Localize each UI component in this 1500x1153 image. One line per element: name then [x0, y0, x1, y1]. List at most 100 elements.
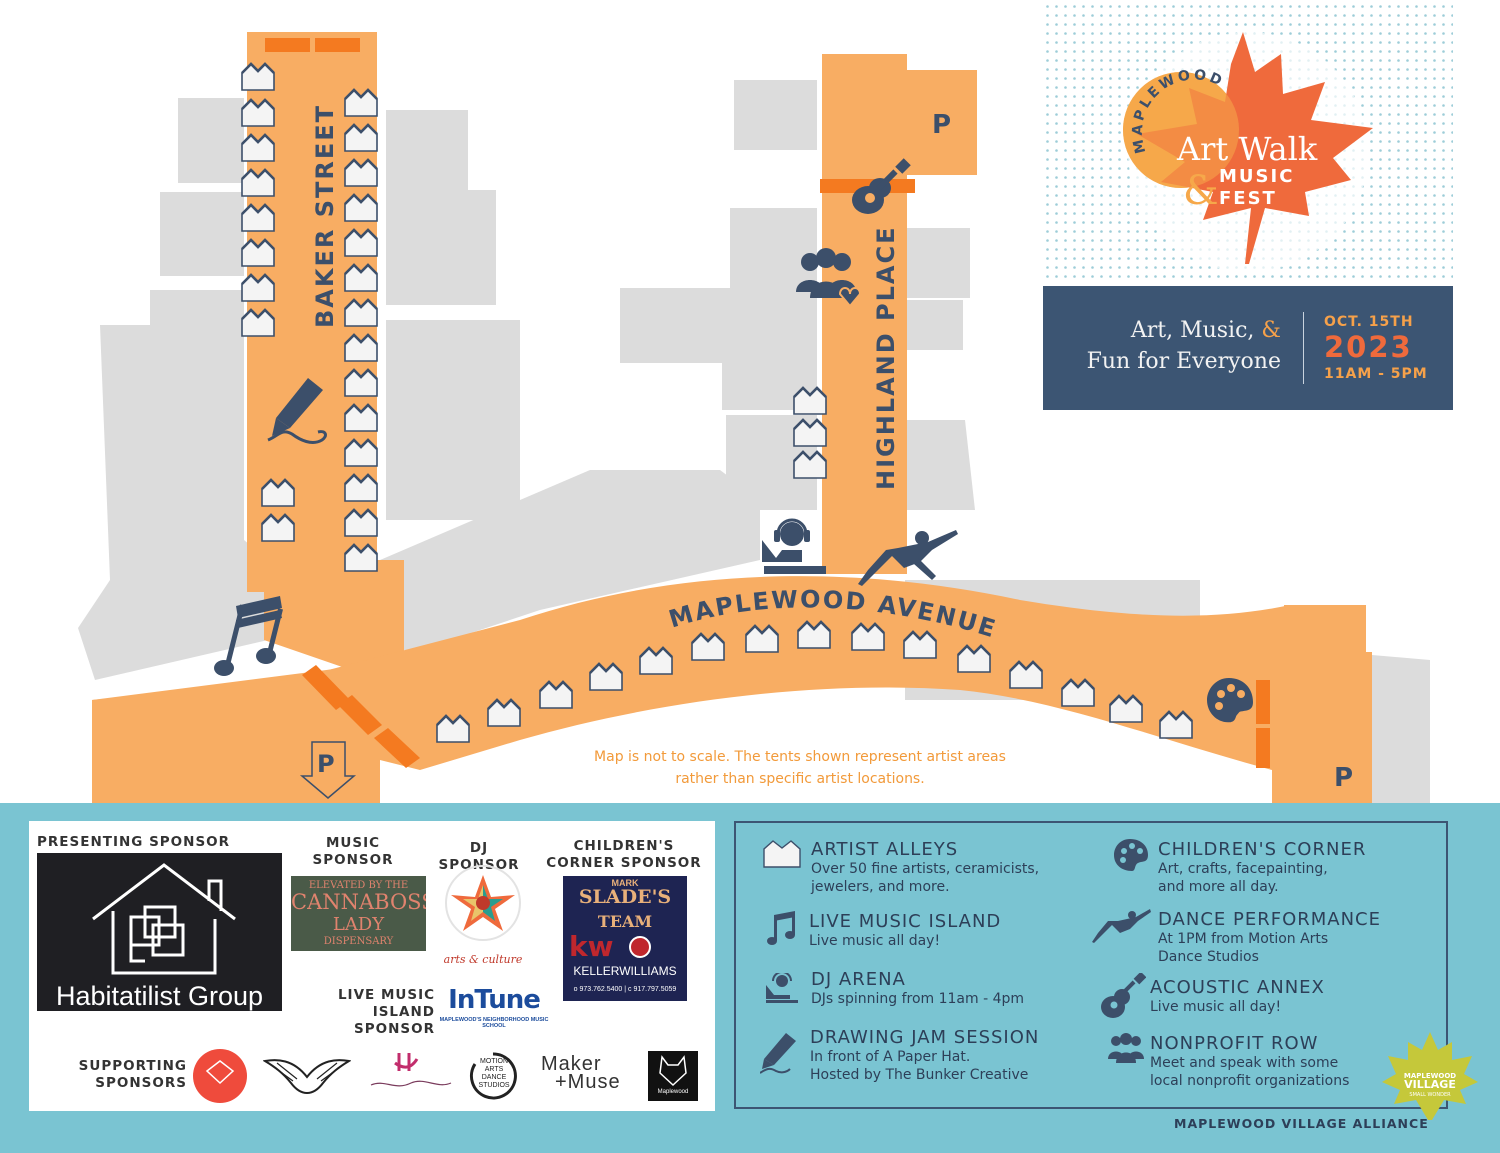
logo-art-walk: Art Walk — [1176, 130, 1318, 168]
music-notes-icon — [767, 911, 795, 945]
legend-desc: Live music all day! — [809, 933, 941, 949]
acoustic-guitar-icon — [852, 158, 911, 214]
legend-dj-arena: DJ ARENA DJs spinning from 11am - 4pm — [762, 969, 1024, 1008]
music-sponsor-label: MUSIC SPONSOR — [312, 835, 394, 868]
parking-arrow-icon — [299, 741, 357, 799]
cannaboss-logo: ELEVATED BY THE CANNABOSS LADY DISPENSAR… — [291, 876, 426, 951]
intune-logo: InTune MAPLEWOOD'S NEIGHBORHOOD MUSIC SC… — [439, 985, 549, 1031]
legend-title: DRAWING JAM SESSION — [810, 1027, 1040, 1048]
nonprofit-people-icon — [796, 248, 862, 308]
maplewood-village-logo: MAPLEWOOD VILLAGE SMALL WONDER — [1380, 1030, 1480, 1122]
legend-artist-alleys: ARTIST ALLEYS Over 50 fine artists, cera… — [762, 839, 1039, 896]
event-banner: Art, Music, & Fun for Everyone OCT. 15TH… — [1043, 286, 1453, 410]
arts-culture-logo: arts & culture — [433, 863, 533, 973]
banner-divider — [1303, 312, 1304, 384]
legend-live-music: LIVE MUSIC ISLAND Live music all day! — [762, 911, 1001, 950]
legend-title: DJ ARENA — [811, 969, 906, 990]
map-legend: ARTIST ALLEYS Over 50 fine artists, cera… — [734, 821, 1448, 1109]
live-music-notes-icon — [214, 596, 283, 676]
origami-icon — [205, 1060, 235, 1085]
sponsors-panel: PRESENTING SPONSOR Habitatilist Group Ho… — [29, 821, 715, 1111]
slade-line-1: MARK — [611, 878, 639, 888]
pen-icon — [760, 1033, 796, 1074]
slade-line-2: SLADE'S — [578, 886, 672, 908]
dance-performance-icon — [858, 530, 958, 586]
kw-phone: o 973.762.5400 | c 917.797.5059 — [573, 986, 677, 993]
wolf-icon — [659, 1055, 687, 1087]
maplewood-small-logo: Maplewood — [648, 1051, 698, 1101]
legend-title: ARTIST ALLEYS — [811, 839, 959, 860]
legend-desc: In front of A Paper Hat. — [810, 1049, 971, 1065]
legend-desc: Live music all day! — [1150, 999, 1282, 1015]
slade-line-3: TEAM — [597, 912, 653, 931]
map-disclaimer: Map is not to scale. The tents shown rep… — [594, 749, 1006, 787]
legend-dance-performance: DANCE PERFORMANCE At 1PM from Motion Art… — [1092, 909, 1381, 966]
cannaboss-line-1: ELEVATED BY THE — [308, 880, 409, 891]
habitatilist-logo: Habitatilist Group Home Design & Renovat… — [37, 853, 282, 1034]
childrens-sponsor-label: CHILDREN'S CORNER SPONSOR — [546, 838, 702, 871]
supporting-logo-1 — [193, 1049, 247, 1103]
drawing-jam-pen-icon — [267, 378, 327, 444]
motion-arts-text: MOTION ARTS DANCE STUDIOS — [478, 1058, 510, 1089]
legend-desc: Hosted by The Bunker Creative — [810, 1067, 1029, 1083]
village-line-1: MAPLEWOOD — [1404, 1072, 1456, 1080]
tent-icon — [763, 840, 801, 868]
legend-desc: Dance Studios — [1158, 949, 1259, 965]
highland-place-label: HIGHLAND PLACE — [872, 226, 900, 491]
slades-team-logo: MARK SLADE'S TEAM kw KELLERWILLIAMS o 97… — [563, 876, 687, 1001]
maker-muse-logo: Maker +Muse — [535, 1053, 635, 1099]
arts-culture-text: arts & culture — [443, 953, 523, 966]
dj-sponsor-label: DJ SPONSOR — [438, 840, 520, 873]
habitatilist-name: Habitatilist Group — [55, 981, 264, 1011]
logo-graphic: MAPLEWOOD Art Walk & MUSIC FEST — [1043, 2, 1453, 282]
logo-fest: FEST — [1219, 188, 1277, 209]
village-line-3: SMALL WONDER — [1409, 1092, 1451, 1098]
childrens-corner-palette-icon — [1207, 678, 1253, 723]
logo-music: MUSIC — [1219, 166, 1294, 187]
people-icon — [1108, 1033, 1144, 1063]
legend-desc: jewelers, and more. — [811, 879, 950, 895]
legend-desc: At 1PM from Motion Arts — [1158, 931, 1329, 947]
legend-childrens-corner: CHILDREN'S CORNER Art, crafts, facepaint… — [1114, 839, 1366, 896]
legend-title: CHILDREN'S CORNER — [1158, 839, 1367, 860]
parking-markers: P P P — [299, 110, 1353, 799]
parking-label-south: P — [317, 750, 335, 778]
wings-icon — [263, 1059, 351, 1095]
arts-culture-star-icon — [445, 865, 521, 941]
intune-subtitle: MAPLEWOOD'S NEIGHBORHOOD MUSIC SCHOOL — [439, 1017, 549, 1029]
artwalk-logo: MAPLEWOOD Art Walk & MUSIC FEST — [1043, 2, 1453, 282]
cannaboss-line-3: LADY — [332, 914, 385, 935]
kw-name: KELLERWILLIAMS — [573, 964, 677, 978]
dancer-icon — [1092, 909, 1151, 943]
parking-label-highland: P — [932, 110, 951, 140]
script-monogram-icon — [370, 1053, 452, 1087]
legend-desc: and more all day. — [1158, 879, 1279, 895]
legend-drawing-jam: DRAWING JAM SESSION In front of A Paper … — [760, 1027, 1039, 1084]
event-date: OCT. 15TH — [1324, 314, 1414, 330]
legend-desc: Over 50 fine artists, ceramicists, — [811, 861, 1040, 877]
village-leaf-icon: MAPLEWOOD VILLAGE SMALL WONDER — [1382, 1032, 1478, 1120]
live-music-sponsor-label: LIVE MUSIC ISLAND SPONSOR — [337, 987, 435, 1037]
dj-icon — [766, 973, 798, 1003]
maker-text: Maker — [541, 1053, 602, 1075]
legend-desc: local nonprofit organizations — [1150, 1073, 1350, 1089]
supporting-sponsors-label: SUPPORTING SPONSORS — [78, 1058, 187, 1091]
legend-desc: Art, crafts, facepainting, — [1158, 861, 1328, 877]
village-line-2: VILLAGE — [1404, 1078, 1456, 1091]
legend-title: NONPROFIT ROW — [1150, 1033, 1319, 1054]
tagline-line-2: Fun for Everyone — [1086, 349, 1281, 374]
event-year: 2023 — [1324, 330, 1413, 364]
logo-ampersand: & — [1183, 168, 1219, 214]
maple-leaf-icon — [1137, 32, 1373, 264]
supporting-logo-3 — [365, 1049, 455, 1099]
muse-text: +Muse — [555, 1071, 621, 1093]
alliance-name: MAPLEWOOD VILLAGE ALLIANCE — [1174, 1116, 1429, 1131]
legend-title: ACOUSTIC ANNEX — [1150, 977, 1325, 998]
kw-mark: kw — [569, 930, 614, 963]
cannaboss-line-2: CANNABOSS — [291, 890, 426, 914]
festival-map: BAKER STREET HIGHLAND PLACE MAPLEWOOD AV… — [78, 32, 1430, 803]
crosswalks — [265, 38, 1270, 768]
presenting-sponsor-label: PRESENTING SPONSOR — [37, 834, 231, 850]
guitar-icon — [1101, 973, 1146, 1018]
habitatilist-subtitle: Home Design & Renovation Planning — [52, 1019, 267, 1034]
